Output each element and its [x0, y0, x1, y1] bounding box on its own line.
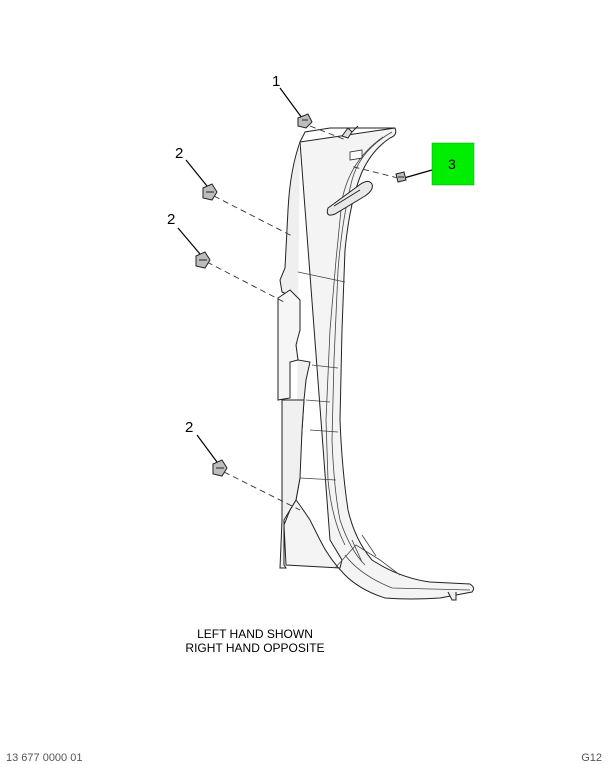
retainer-clip-icon[interactable]	[297, 113, 313, 129]
assembly-dash-lines	[206, 125, 399, 511]
drawing-number: 13 677 0000 01	[6, 752, 83, 764]
callout-3-highlight[interactable]	[431, 142, 475, 186]
callout-3: 3	[448, 156, 456, 172]
grab-handle	[326, 180, 373, 216]
sheet-code: G12	[581, 752, 602, 764]
diagram-caption: LEFT HAND SHOWN RIGHT HAND OPPOSITE	[155, 627, 355, 655]
panel-foot	[447, 591, 457, 601]
callout-1: 1	[272, 73, 280, 90]
caption-line-2: RIGHT HAND OPPOSITE	[185, 641, 325, 655]
callout-2: 2	[167, 211, 175, 228]
panel-slot	[349, 149, 363, 161]
push-clip-icon[interactable]	[212, 459, 228, 477]
panel-top-tab	[341, 125, 359, 139]
push-clip-icon[interactable]	[195, 251, 211, 269]
leader-lines	[177, 87, 433, 463]
pillar-trim-panel	[279, 127, 475, 600]
push-clip-icon[interactable]	[202, 183, 218, 201]
lower-panel-flange	[277, 289, 305, 569]
callout-2: 2	[185, 419, 193, 436]
callout-2: 2	[175, 145, 183, 162]
screw-icon[interactable]	[395, 171, 407, 183]
caption-line-1: LEFT HAND SHOWN	[197, 627, 313, 641]
